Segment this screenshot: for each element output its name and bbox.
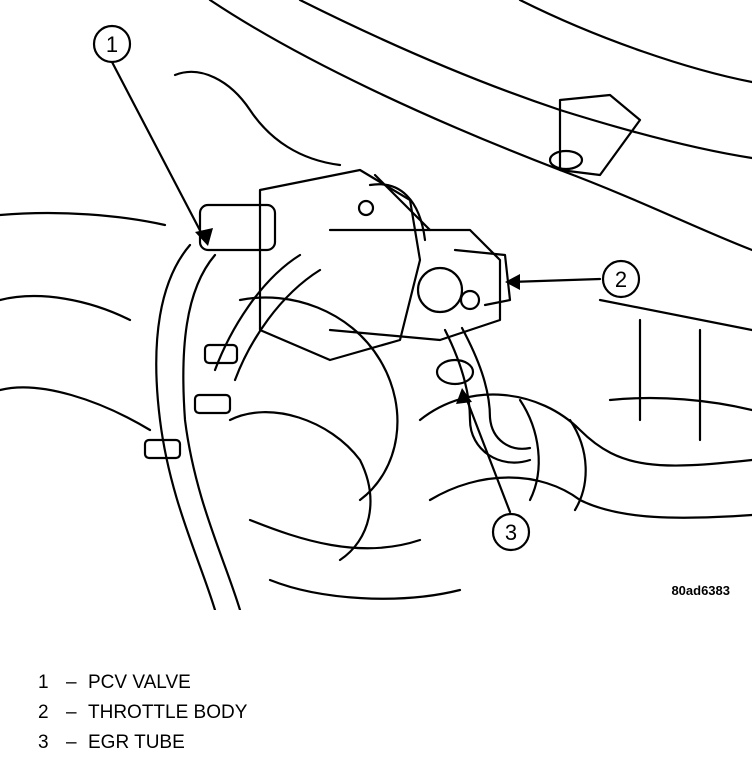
- air-duct-2: [428, 476, 752, 519]
- strut-tower: [598, 298, 752, 332]
- intake-lower: [228, 411, 372, 562]
- arrowhead-3: [456, 388, 472, 404]
- cowl-hole: [548, 149, 584, 171]
- throttle-bracket: [453, 248, 512, 307]
- legend-number: 1: [38, 672, 49, 693]
- strut-tower-3: [608, 396, 752, 412]
- figure-code: 80ad6383: [671, 583, 730, 598]
- hose-clamp-2: [193, 393, 232, 415]
- throttle-bolt: [357, 199, 375, 217]
- throttle-lever: [368, 183, 427, 242]
- air-duct-rib-2: [568, 418, 587, 512]
- arrowhead-1: [195, 228, 213, 246]
- throttle-body: [258, 168, 422, 362]
- hose-clamp-1: [143, 438, 182, 460]
- hood-panel-edge: [298, 0, 752, 160]
- fender-left: [0, 211, 167, 227]
- callout-3-label: 3: [505, 520, 517, 545]
- egr-fitting: [435, 358, 475, 386]
- cowl-bracket: [558, 93, 642, 177]
- leader-line-2: [508, 277, 602, 284]
- egr-tube-2: [460, 326, 532, 450]
- pcv-hose-upper: [213, 253, 302, 372]
- pcv-hose-main: [155, 243, 217, 610]
- air-duct-rib-1: [518, 398, 540, 502]
- legend-number: 3: [38, 732, 49, 753]
- pcv-hose-upper-2: [233, 268, 322, 382]
- fender-left-lower: [0, 294, 132, 322]
- legend: 1 – PCV VALVE 2 – THROTTLE BODY 3 – EGR …: [38, 668, 247, 758]
- hood-panel: [208, 0, 752, 252]
- air-duct: [418, 393, 752, 467]
- throttle-cable-end: [459, 289, 481, 311]
- legend-label: THROTTLE BODY: [88, 702, 248, 723]
- callout-1: 1: [92, 24, 132, 64]
- callout-2-label: 2: [615, 267, 627, 292]
- legend-row-egr-tube: 3 – EGR TUBE: [38, 728, 247, 758]
- intake-plenum: [238, 296, 399, 502]
- throttle-pivot: [416, 266, 464, 314]
- legend-label: PCV VALVE: [88, 672, 191, 693]
- callout-1-label: 1: [106, 32, 118, 57]
- leader-line-1: [110, 60, 207, 242]
- pcv-hose-main-2: [182, 253, 242, 610]
- egr-tube: [443, 328, 532, 464]
- throttle-body-face: [328, 228, 502, 342]
- legend-dash: –: [66, 702, 77, 723]
- bay-floor: [268, 578, 462, 600]
- engine-illustration: 1 2 3: [0, 0, 752, 610]
- hose-clamp-3: [203, 343, 239, 365]
- legend-label: EGR TUBE: [88, 732, 185, 753]
- legend-number: 2: [38, 702, 49, 723]
- legend-dash: –: [66, 672, 77, 693]
- hood-inner-line: [518, 0, 752, 84]
- intake-base: [248, 518, 422, 550]
- legend-row-pcv-valve: 1 – PCV VALVE: [38, 668, 247, 698]
- callout-3: 3: [491, 512, 531, 552]
- bay-lower-left: [0, 386, 152, 432]
- arrowhead-2: [505, 274, 520, 290]
- fender-edge: [173, 70, 342, 167]
- pcv-valve-body: [198, 203, 277, 252]
- leader-line-3: [463, 393, 512, 514]
- callout-2: 2: [601, 259, 641, 299]
- legend-dash: –: [66, 732, 77, 753]
- strut-tower-2: [638, 318, 702, 442]
- legend-row-throttle-body: 2 – THROTTLE BODY: [38, 698, 247, 728]
- throttle-scale: [373, 173, 432, 232]
